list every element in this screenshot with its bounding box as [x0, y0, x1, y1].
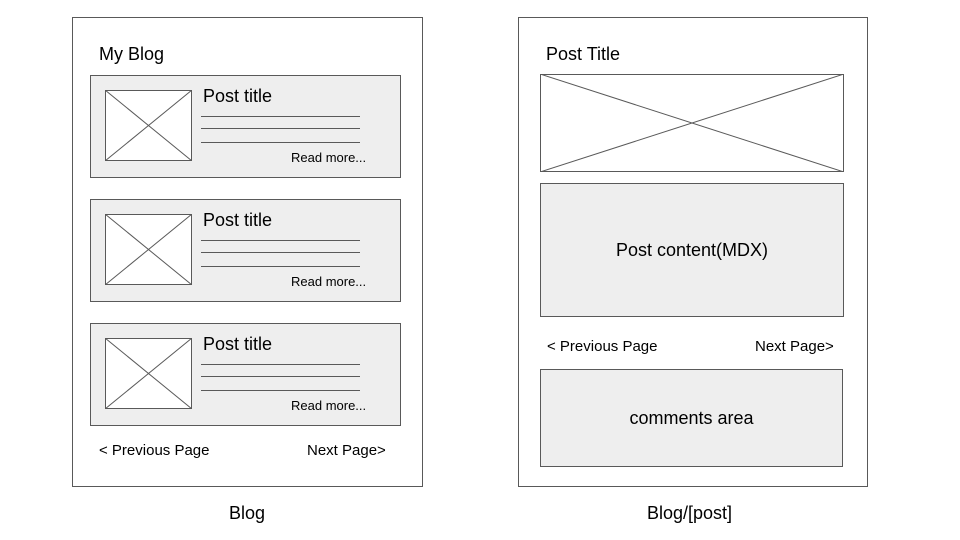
read-more-link[interactable]: Read more... — [291, 274, 367, 289]
blog-heading: My Blog — [99, 44, 165, 64]
text-line — [201, 142, 360, 143]
read-more-link[interactable]: Read more... — [291, 150, 367, 165]
post-title[interactable]: Post title — [203, 334, 273, 354]
comments-area[interactable]: comments area — [540, 369, 843, 467]
post-caption: Blog/[post] — [647, 503, 733, 523]
text-line — [201, 364, 360, 365]
text-line — [201, 266, 360, 267]
blog-caption: Blog — [229, 503, 266, 523]
previous-page-link[interactable]: < Previous Page — [547, 338, 658, 355]
post-title[interactable]: Post title — [203, 210, 273, 230]
post-content-area: Post content(MDX) — [540, 183, 844, 317]
text-line — [201, 390, 360, 391]
next-page-link[interactable]: Next Page> — [755, 338, 834, 355]
read-more-link[interactable]: Read more... — [291, 398, 367, 413]
image-placeholder-icon — [105, 90, 192, 161]
post-content-label: Post content(MDX) — [615, 240, 769, 260]
text-line — [201, 128, 360, 129]
text-line — [201, 376, 360, 377]
next-page-link[interactable]: Next Page> — [307, 442, 386, 459]
post-title[interactable]: Post title — [203, 86, 273, 106]
text-line — [201, 252, 360, 253]
post-heading: Post Title — [546, 44, 621, 64]
image-placeholder-icon — [105, 214, 192, 285]
image-placeholder-icon — [105, 338, 192, 409]
text-line — [201, 116, 360, 117]
previous-page-link[interactable]: < Previous Page — [99, 442, 210, 459]
text-line — [201, 240, 360, 241]
image-placeholder-icon — [540, 74, 844, 172]
comments-area-label: comments area — [629, 408, 754, 428]
